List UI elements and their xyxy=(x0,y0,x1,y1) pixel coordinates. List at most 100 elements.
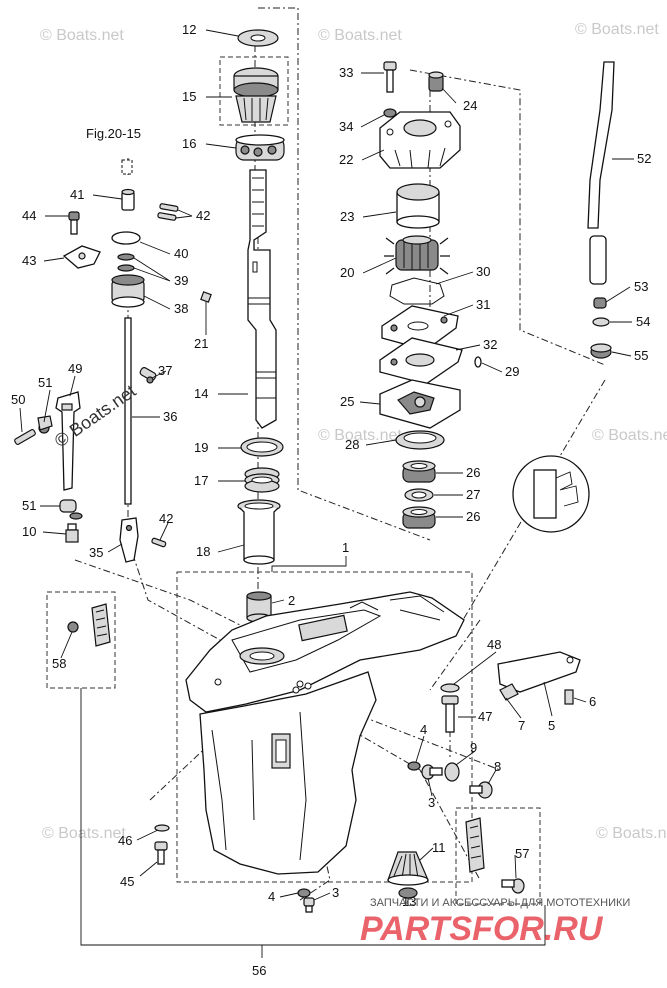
washer-4 xyxy=(407,761,421,771)
callout: 42 xyxy=(196,208,210,223)
callout: 52 xyxy=(637,151,651,166)
seal-28 xyxy=(395,430,445,450)
shift-lever-49 xyxy=(55,391,81,491)
callout: 11 xyxy=(432,840,446,855)
callout: 9 xyxy=(470,740,477,755)
gasket-32 xyxy=(379,337,463,385)
callout: 42 xyxy=(159,511,173,526)
clip-37 xyxy=(139,367,157,384)
washer-39 xyxy=(117,264,135,272)
bolt-3 xyxy=(303,897,315,913)
callout: 3 xyxy=(428,795,435,810)
watermark: © Boats.net xyxy=(592,427,667,444)
figure-reference: Fig.20-15 xyxy=(86,126,141,141)
pin-42 xyxy=(157,212,177,221)
screw-50 xyxy=(14,429,36,445)
callout: 43 xyxy=(22,253,36,268)
shift-rod-36 xyxy=(124,317,132,505)
callout: 24 xyxy=(463,98,477,113)
callout: 41 xyxy=(70,187,84,202)
callout: 53 xyxy=(634,279,648,294)
oil-seal-26-lower xyxy=(402,506,436,529)
washer-39 xyxy=(117,253,135,261)
callout: 37 xyxy=(158,363,172,378)
callout-labels: 12 15 16 33 24 34 22 52 41 44 42 40 23 4… xyxy=(11,22,651,978)
callout: 44 xyxy=(22,208,36,223)
callout: 40 xyxy=(174,246,188,261)
brand-watermark: ЗАПЧАСТИ И АКСЕССУАРЫ ДЛЯ МОТОТЕХНИКИ PA… xyxy=(360,897,630,948)
grommet-58 xyxy=(67,621,79,633)
screw-6 xyxy=(564,689,574,705)
water-tube-group xyxy=(587,61,615,359)
callout: 45 xyxy=(120,874,134,889)
callout: 56 xyxy=(252,963,266,978)
bolt-47 xyxy=(441,695,459,733)
drive-shaft-column xyxy=(200,29,285,623)
washer-46 xyxy=(154,824,170,832)
callout: 17 xyxy=(194,473,208,488)
sleeve-18 xyxy=(237,499,281,565)
callout: 36 xyxy=(163,409,177,424)
washer-9 xyxy=(444,762,460,782)
watermark: © Boats.net xyxy=(318,27,402,44)
background-watermarks: © Boats.net © Boats.net © Boats.net © Bo… xyxy=(40,21,667,842)
callout: 39 xyxy=(174,273,188,288)
callout: 18 xyxy=(196,544,210,559)
bolt-45 xyxy=(154,841,168,865)
ball-bearing-16 xyxy=(235,134,285,161)
grommet-24 xyxy=(428,71,444,92)
coupler-35 xyxy=(119,517,139,563)
washer-54 xyxy=(592,317,610,327)
callout: 33 xyxy=(339,65,353,80)
water-pump-stack xyxy=(379,61,590,533)
watermark: © Boats.net xyxy=(42,825,126,842)
screw-57 xyxy=(501,878,525,894)
callout: 25 xyxy=(340,394,354,409)
pump-housing-22 xyxy=(379,111,461,169)
fitting-51 xyxy=(59,499,83,520)
bolt-3 xyxy=(421,764,443,780)
leader-lines xyxy=(19,29,634,905)
watermark: © Boats.net xyxy=(40,27,124,44)
key-21 xyxy=(200,291,212,303)
joint-41 xyxy=(121,188,135,211)
watermark: © Boats.net xyxy=(596,825,667,842)
callout: 51 xyxy=(22,498,36,513)
bolt-8 xyxy=(469,781,493,799)
pump-cup-23 xyxy=(396,183,440,229)
brand-name: PARTSFOR.RU xyxy=(360,910,604,948)
group-boxes xyxy=(46,56,546,958)
callout: 4 xyxy=(420,722,427,737)
spring-17 xyxy=(244,467,280,493)
callout: 3 xyxy=(332,885,339,900)
outer-plate-25 xyxy=(379,379,461,429)
callout: 28 xyxy=(345,437,359,452)
callout: 27 xyxy=(466,487,480,502)
callout: 49 xyxy=(68,361,82,376)
callout: 21 xyxy=(194,336,208,351)
callout: 6 xyxy=(589,694,596,709)
callout: 50 xyxy=(11,392,25,407)
clip-7 xyxy=(499,683,519,701)
bolt-33 xyxy=(383,61,397,93)
pinion-gear-11 xyxy=(387,851,429,886)
callout: 31 xyxy=(476,297,490,312)
callout: 48 xyxy=(487,637,501,652)
watermark: © Boats.net xyxy=(575,21,659,38)
brand-tagline: ЗАПЧАСТИ И АКСЕССУАРЫ ДЛЯ МОТОТЕХНИКИ xyxy=(370,897,630,909)
callout: 57 xyxy=(515,846,529,861)
callout: 4 xyxy=(268,889,275,904)
callout: 29 xyxy=(505,364,519,379)
callout: 55 xyxy=(634,348,648,363)
drive-shaft-14 xyxy=(247,169,277,429)
callout: 7 xyxy=(518,718,525,733)
callout: 46 xyxy=(118,833,132,848)
water-tube-52 xyxy=(587,61,615,229)
callout: 16 xyxy=(182,136,196,151)
anode-right xyxy=(465,817,485,873)
fitting-51 xyxy=(37,415,53,434)
plate-31 xyxy=(381,305,459,351)
washer-34 xyxy=(383,108,397,118)
pin-42 xyxy=(159,203,179,212)
callout: 34 xyxy=(339,119,353,134)
